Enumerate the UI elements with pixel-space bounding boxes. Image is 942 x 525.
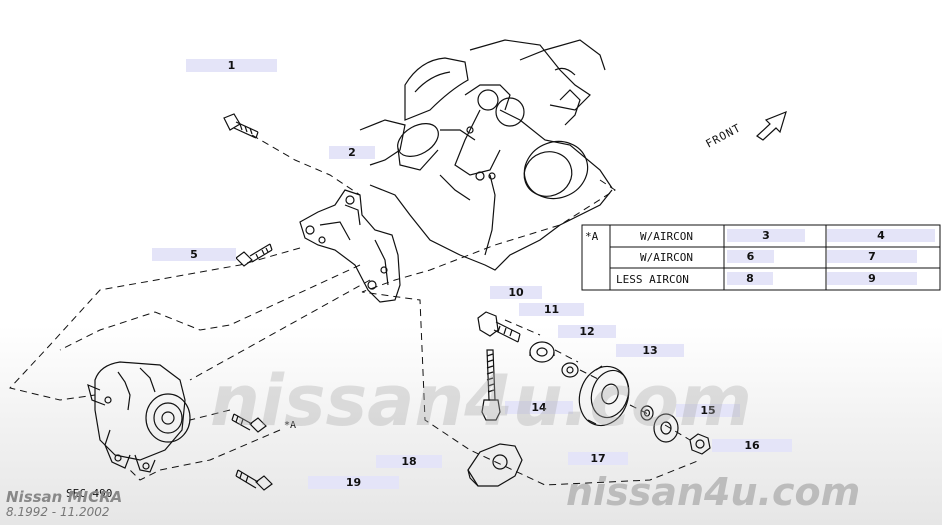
part-nut-16 [689,433,711,455]
part-bolt-1 [223,113,259,139]
callout-19[interactable]: 19 [308,476,399,489]
part-washer-11 [529,341,555,363]
callout-12[interactable]: 12 [558,325,616,338]
part-bolt-a [231,413,267,433]
callout-8[interactable]: 8 [727,272,773,285]
callout-11[interactable]: 11 [519,303,584,316]
callout-9[interactable]: 9 [827,272,917,285]
part-bracket-2 [299,189,401,303]
callout-18[interactable]: 18 [376,455,442,468]
callout-7[interactable]: 7 [827,250,917,263]
variant-table-grid [581,224,941,291]
callout-1[interactable]: 1 [186,59,277,72]
part-spacer-12 [561,362,579,378]
engine-block [359,39,613,271]
bolt-a-label: *A [284,420,297,431]
part-bolt-5 [235,243,273,267]
part-bolt-10 [477,311,521,343]
callout-2[interactable]: 2 [329,146,375,159]
watermark-bottom: nissan4u.com [566,470,861,514]
callout-3[interactable]: 3 [727,229,805,242]
part-washer-13 [640,405,654,421]
front-arrow-icon [756,110,787,141]
callout-17[interactable]: 17 [568,452,628,465]
callout-16[interactable]: 16 [712,439,792,452]
section-reference: SEC 490 [66,487,113,500]
table-row3-desc: LESS AIRCON [616,273,689,286]
table-row1-key: *A [585,230,599,243]
callout-10[interactable]: 10 [490,286,542,299]
part-bolt-19 [235,469,273,491]
part-pulley-17 [578,365,630,427]
callout-4[interactable]: 4 [827,229,935,242]
footer-model: Nissan MICRA [6,488,123,506]
callout-5[interactable]: 5 [152,248,236,261]
callout-6[interactable]: 6 [727,250,774,263]
footer-period: 8.1992 - 11.2002 [6,505,110,519]
part-spacer-15 [653,413,679,443]
table-row2-desc: W/AIRCON [640,251,693,264]
callout-14[interactable]: 14 [505,401,573,414]
part-stud-14 [481,349,501,421]
part-bracket-18 [467,443,523,487]
table-row1-desc: W/AIRCON [640,230,693,243]
callout-15[interactable]: 15 [676,404,740,417]
watermark-center: nissan4u.com [210,360,752,442]
leader-lines [9,134,701,486]
part-compressor [87,361,191,473]
callout-13[interactable]: 13 [616,344,684,357]
